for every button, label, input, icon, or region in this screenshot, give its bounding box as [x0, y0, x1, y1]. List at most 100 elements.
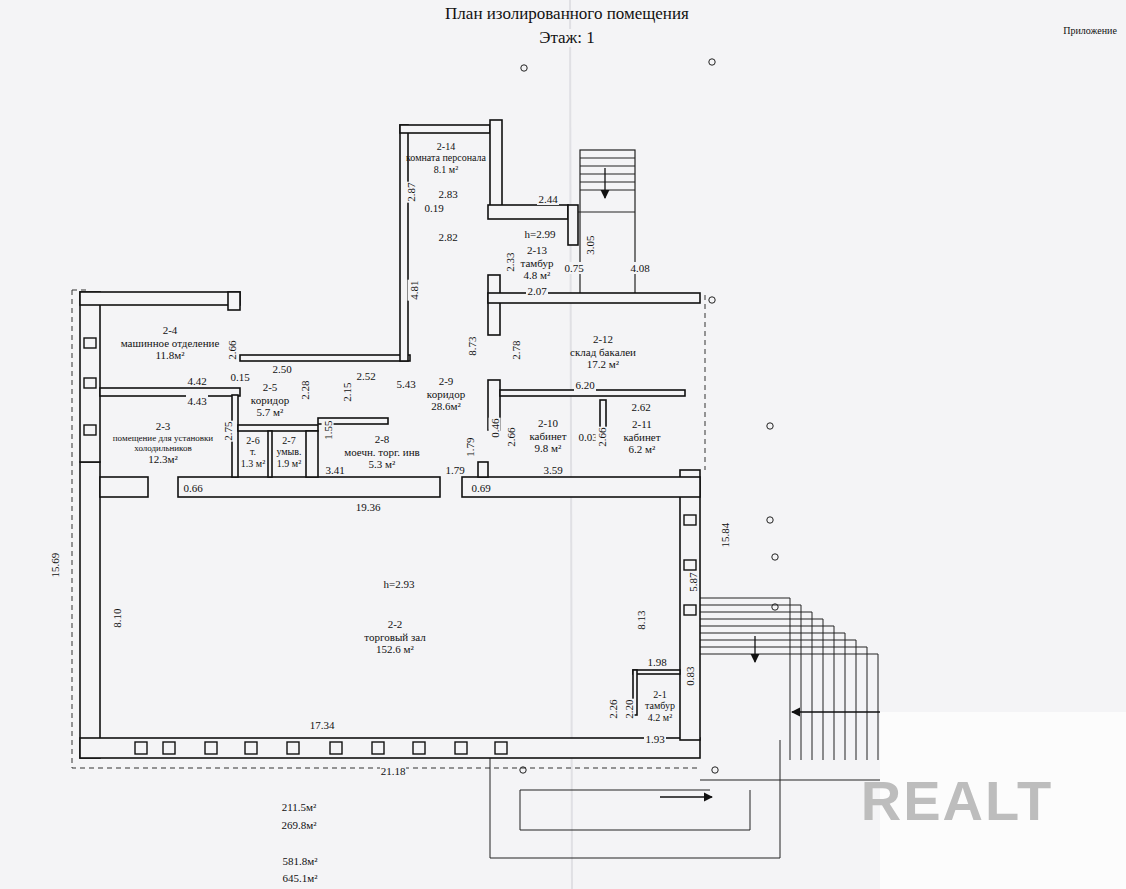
room-name: склад бакалеи: [570, 346, 636, 359]
wall: [306, 431, 318, 477]
survey-point: [712, 767, 718, 773]
area-total: 645.1м²: [281, 872, 318, 884]
stair-step: [700, 612, 812, 760]
wall: [488, 293, 700, 303]
dashed-outline: [705, 295, 706, 470]
room: 2-3помещение для установки холодильников…: [107, 420, 219, 466]
room-number: 2-6: [246, 435, 259, 447]
dimension-label: 4.81: [408, 279, 420, 300]
dimension-label: 1.79: [444, 464, 465, 476]
stair-step: [700, 605, 801, 760]
stair-step: [700, 654, 878, 760]
dimension-label: 0.75: [563, 262, 584, 274]
window: [84, 338, 96, 348]
wall: [488, 275, 500, 335]
dimension-label: 3.41: [324, 464, 345, 476]
room-name: моечн. торг. инв: [344, 446, 420, 459]
window: [84, 378, 96, 388]
dimension-label: 2.20: [623, 698, 635, 719]
room-area: 5.7 м²: [257, 406, 284, 419]
area-total: 211.5м²: [281, 801, 318, 813]
dimension-label: 3.59: [542, 464, 563, 476]
dimension-label: 2.87: [405, 181, 417, 202]
survey-point: [521, 65, 527, 71]
dimension-label: 2.33: [504, 251, 516, 272]
dimension-label: 2.75: [222, 420, 234, 441]
dimension-label: 6.20: [574, 379, 595, 391]
room-area: 17.2 м²: [587, 358, 619, 371]
room: 2-1тамбур4.2 м²: [645, 689, 675, 724]
room-name: коридор: [251, 394, 289, 407]
wall: [680, 470, 700, 740]
room-number: 2-8: [375, 433, 390, 446]
room: 2-14комната персонала8.1 м²: [406, 141, 486, 176]
room-area: 5.3 м²: [369, 458, 396, 471]
room-number: 2-4: [163, 324, 178, 337]
dimension-label: 2.26: [607, 698, 619, 719]
dimension-label: 2.83: [437, 188, 458, 200]
direction-arrow: [660, 796, 712, 797]
survey-point: [709, 59, 715, 65]
appendix-note: Приложение: [1062, 25, 1118, 36]
stair-step: [580, 182, 635, 183]
wall: [488, 205, 568, 219]
wall: [100, 477, 148, 497]
dimension-label: 0.83: [684, 665, 696, 686]
window: [135, 742, 147, 754]
room: 2-2торговый зал152.6 м²: [364, 618, 425, 656]
stair-step: [580, 190, 635, 191]
room-area: 6.2 м²: [629, 443, 656, 456]
direction-arrow: [604, 168, 605, 198]
dimension-label: 2.52: [355, 370, 376, 382]
stair-step: [700, 598, 790, 760]
room-name: коридор: [427, 388, 465, 401]
dimension-label: 2.28: [299, 379, 311, 400]
survey-point: [520, 767, 526, 773]
area-total: 581.8м²: [281, 855, 318, 867]
room-name: помещение для установки холодильников: [107, 433, 219, 454]
wall: [80, 292, 240, 305]
room-name: машинное отделение: [121, 337, 220, 350]
wall: [490, 120, 502, 215]
survey-point: [767, 517, 773, 523]
dimension-label: 4.43: [186, 395, 207, 407]
room-name: кабинет: [529, 430, 566, 443]
dimension-label: 21.18: [380, 765, 407, 777]
room-number: 2-9: [439, 375, 454, 388]
wall: [80, 292, 100, 462]
room-area: 4.2 м²: [648, 712, 672, 724]
room-number: 2-2: [388, 618, 403, 631]
room: 2-13тамбур4.8 м²: [521, 244, 554, 282]
room: 2-8моечн. торг. инв5.3 м²: [344, 433, 420, 471]
stair-step: [700, 626, 834, 760]
wall: [178, 477, 440, 497]
window: [245, 742, 257, 754]
dimension-label: 3.05: [584, 234, 596, 255]
dimension-label: 8.73: [466, 335, 478, 356]
dimension-label: 19.36: [355, 501, 382, 513]
room: 2-12склад бакалеи17.2 м²: [570, 333, 636, 371]
dimension-label: 0.66: [182, 482, 203, 494]
floor-label: Этаж: 1: [538, 29, 596, 48]
room-number: 2-14: [437, 141, 455, 153]
wall: [100, 388, 240, 396]
wall: [228, 292, 240, 310]
direction-arrow: [792, 711, 880, 712]
dimension-label: 2.15: [341, 381, 353, 402]
room: 2-7умыв.1.9 м²: [276, 435, 301, 470]
dimension-label: 8.13: [635, 609, 647, 630]
wall: [400, 125, 490, 133]
window: [372, 742, 384, 754]
dimension-label: 2.07: [526, 285, 547, 297]
dimension-label: 0.15: [229, 371, 250, 383]
wall: [80, 462, 100, 758]
window: [205, 742, 217, 754]
dimension-label: 2.50: [271, 363, 292, 375]
window: [84, 425, 96, 435]
dimension-label: 8.10: [111, 607, 123, 628]
room-name: умыв.: [276, 446, 301, 458]
dimension-label: 2.66: [505, 426, 517, 447]
dashed-outline: [72, 290, 90, 291]
survey-point: [772, 604, 778, 610]
